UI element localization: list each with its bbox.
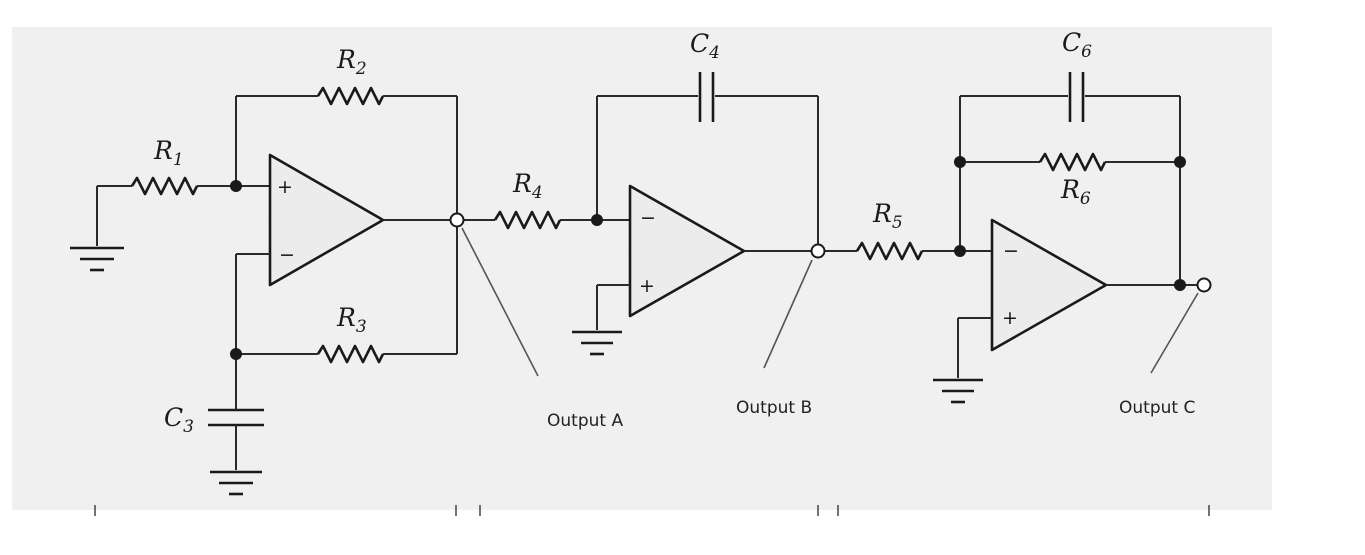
label-r6: R6: [1060, 175, 1091, 209]
label-r5: R5: [872, 199, 903, 233]
resistor-r5: [855, 241, 924, 261]
op-amp-1-bottom-sign: −: [279, 244, 295, 266]
stage-2: [463, 72, 819, 356]
output-b-label: Output B: [736, 398, 812, 418]
output-a-label: Output A: [547, 411, 623, 431]
resistor-r1: [130, 176, 199, 196]
output-a-terminal: [449, 212, 465, 228]
output-c-leader: [1150, 292, 1199, 374]
junction-node: [230, 348, 242, 360]
resistor-r6: [1038, 152, 1107, 172]
junction-node: [591, 214, 603, 226]
resistor-r3: [316, 344, 385, 364]
junction-node: [954, 245, 966, 257]
label-r2: R2: [336, 45, 367, 79]
label-c4: C4: [690, 29, 720, 63]
panel-edge-ticks: [94, 505, 1210, 516]
output-c-terminal: [1196, 277, 1212, 293]
label-c6: C6: [1062, 28, 1092, 62]
resistor-r2: [316, 86, 385, 106]
op-amp-1-top-sign: +: [277, 176, 293, 198]
output-b-terminal: [810, 243, 826, 259]
junction-node: [1174, 156, 1186, 168]
junction-node: [1174, 279, 1186, 291]
capacitor-c4: [698, 72, 715, 122]
output-b-leader: [763, 259, 813, 369]
ground-c3: [210, 470, 262, 496]
stage-3: [824, 72, 1197, 404]
junction-node: [954, 156, 966, 168]
op-amp-3: [990, 218, 1108, 352]
label-r4: R4: [512, 169, 543, 203]
label-r3: R3: [336, 303, 367, 337]
label-r1: R1: [153, 136, 184, 170]
ground-op-amp-2: [572, 330, 622, 356]
op-amp-2-bottom-sign: +: [639, 275, 655, 297]
op-amp-3-bottom-sign: +: [1002, 307, 1018, 329]
output-a-leader: [461, 227, 539, 377]
junction-node: [230, 180, 242, 192]
resistor-r4: [493, 210, 562, 230]
capacitor-c6: [1068, 72, 1085, 122]
stage-1: [70, 86, 458, 496]
ground-input: [70, 186, 124, 272]
label-c3: C3: [164, 403, 194, 437]
op-amp-3-top-sign: −: [1003, 240, 1019, 262]
ground-op-amp-3: [933, 378, 983, 404]
op-amp-1: [268, 153, 385, 287]
op-amp-2-top-sign: −: [640, 207, 656, 229]
op-amp-2: [628, 184, 746, 318]
output-c-label: Output C: [1119, 398, 1195, 418]
